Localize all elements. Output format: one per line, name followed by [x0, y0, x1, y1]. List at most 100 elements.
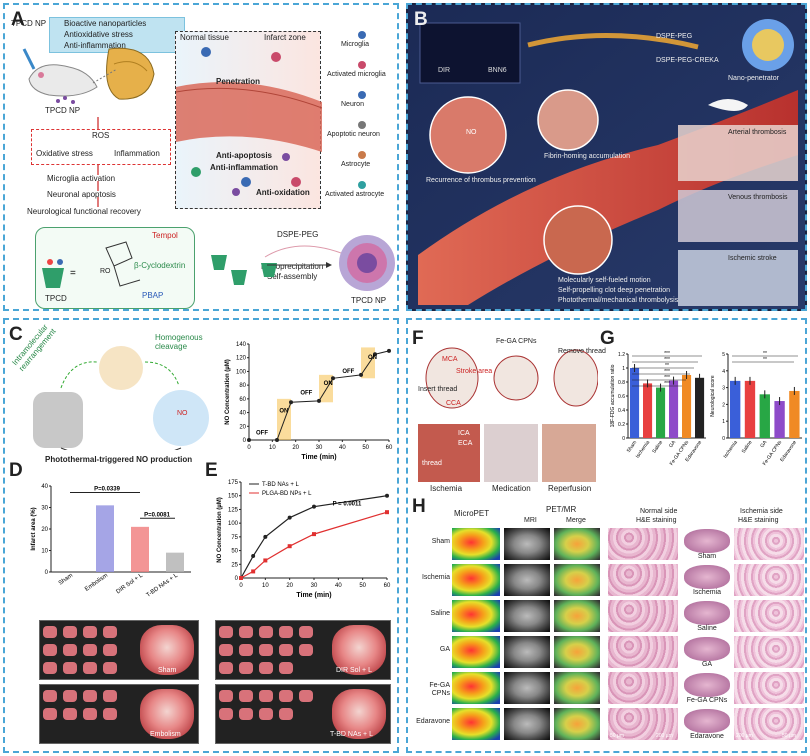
- y-tick-label: 75: [231, 535, 238, 541]
- bnn6-label: BNN6: [488, 67, 507, 74]
- x-tick-label: DIR Sol + L: [115, 572, 144, 595]
- oxidative-label: Oxidative stress: [36, 149, 93, 158]
- mri-image: [504, 528, 550, 560]
- sig-label: ***: [664, 369, 670, 375]
- x-tick-label: 20: [292, 445, 299, 451]
- bar: [759, 394, 770, 438]
- annotation: ON: [368, 355, 377, 361]
- he-brain-label: GA: [701, 661, 713, 668]
- y-axis-label: Infarct area (%): [31, 507, 37, 550]
- tpcd-np-label-2: TPCD NP: [45, 106, 81, 115]
- y-tick-label: 0.8: [618, 380, 625, 386]
- y-tick-label: 20: [239, 424, 246, 430]
- panel-cde: C D E Intramolecular rearrangement Homog…: [3, 318, 399, 753]
- x-tick-label: 50: [362, 445, 369, 451]
- stroke-label: Stroke area: [456, 368, 493, 375]
- y-tick-label: 40: [41, 484, 48, 490]
- merge-label: Merge: [566, 517, 586, 524]
- x-tick-label: Sham: [626, 440, 638, 454]
- panel-b: B DIR BNN6 DSPE-PEG DSPE-PEG-CREKA Nano-…: [406, 3, 807, 311]
- annotation: OFF: [256, 431, 268, 437]
- x-tick-label: 60: [384, 583, 391, 589]
- scale-bar-label: 50 µm: [782, 733, 796, 739]
- normal-tissue-label: Normal tissue: [180, 33, 229, 42]
- he-normal-image: [608, 600, 678, 632]
- y-tick-label: 0.6: [618, 394, 625, 400]
- x-tick-label: Saline: [741, 440, 754, 455]
- sig-label: ***: [664, 375, 670, 381]
- arterial-label: Arterial thrombosis: [728, 129, 787, 136]
- no-label-b: NO: [466, 129, 477, 136]
- data-point: [263, 558, 268, 563]
- y-tick-label: 1: [722, 419, 725, 425]
- chemistry-box: Tempol β-Cyclodextrin PBAP RO =: [35, 227, 195, 309]
- he-ischemia-image: [734, 672, 804, 704]
- anti-inflammation-label: Anti-inflammation: [210, 163, 278, 172]
- x-tick-label: 20: [286, 583, 293, 589]
- he-ischemia-image: [734, 636, 804, 668]
- scale-bar-label: 50 µm: [610, 733, 624, 739]
- he-normal-image: [608, 636, 678, 668]
- infarct-zone-label: Infarct zone: [264, 33, 306, 42]
- box-item-1: Bioactive nanoparticles: [64, 19, 147, 28]
- data-point: [385, 510, 389, 515]
- merge-image: [554, 708, 600, 740]
- he-brain-label: Fe-GA CPNs: [686, 697, 728, 704]
- bar: [744, 380, 756, 438]
- he-brain-image: [684, 709, 730, 733]
- line-series: [249, 350, 390, 441]
- h-row-label: Ischemia: [421, 574, 450, 581]
- bar: [166, 552, 184, 572]
- dir-label: DIR: [438, 67, 451, 74]
- sig-label: ***: [664, 357, 670, 363]
- legend-activated-astrocyte: Activated astrocyte: [325, 191, 385, 198]
- dir-slice-label: DIR Sol + L: [336, 667, 372, 674]
- y-tick-label: 20: [41, 527, 48, 533]
- bar: [131, 526, 149, 572]
- y-tick-label: 10: [41, 549, 48, 555]
- ros-label: ROS: [92, 131, 110, 140]
- x-tick-label: Saline: [651, 440, 664, 455]
- inflammation-label: Inflammation: [114, 149, 160, 158]
- micropet-label: MicroPET: [454, 509, 490, 518]
- y-tick-label: 50: [231, 549, 238, 555]
- cca-label: CCA: [446, 400, 461, 407]
- c-molecule-illustration: [33, 346, 209, 450]
- bar: [656, 387, 666, 438]
- y-tick-label: 30: [41, 506, 48, 512]
- he-brain-image: [684, 673, 730, 697]
- y-tick-label: 125: [228, 507, 239, 513]
- p-value: P = 0.0011: [333, 502, 362, 508]
- y-tick-label: 1: [622, 366, 625, 372]
- nanoprecipitation-label: Nanoprecipitation: [261, 262, 324, 271]
- self-assembly-label: Self-assembly: [267, 272, 318, 281]
- bar: [630, 368, 640, 438]
- annotation: OFF: [300, 391, 312, 397]
- x-tick-label: Sham: [58, 573, 74, 587]
- y-tick-label: 25: [231, 562, 238, 568]
- flow-arrows: [97, 117, 99, 207]
- data-point: [251, 569, 256, 574]
- slice-img: [332, 689, 386, 739]
- data-point: [289, 400, 293, 405]
- y-tick-label: 80: [239, 383, 246, 389]
- merge-image: [554, 672, 600, 704]
- tpcd-np-label-3: TPCD NP: [351, 296, 387, 305]
- data-point: [312, 504, 316, 509]
- sig-label: **: [763, 357, 767, 363]
- pet-image: [452, 672, 500, 704]
- data-point: [287, 544, 292, 549]
- bullet-3: Photothermal/mechanical thrombolysis: [558, 297, 679, 304]
- venous-label: Venous thrombosis: [728, 194, 788, 201]
- panel-fgh: F G H Fe-GA CPNs MCA Stroke area Remove …: [406, 318, 807, 753]
- data-point: [287, 515, 292, 520]
- y-tick-label: 40: [239, 411, 246, 417]
- bar: [96, 505, 114, 572]
- annotation: OFF: [342, 369, 354, 375]
- he-brain-label: Ischemia: [692, 589, 721, 596]
- data-point: [251, 554, 256, 559]
- he-ischemia-image: [734, 528, 804, 560]
- panel-label-e: E: [205, 460, 218, 481]
- nano-penetrator-label: Nano-penetrator: [728, 75, 779, 82]
